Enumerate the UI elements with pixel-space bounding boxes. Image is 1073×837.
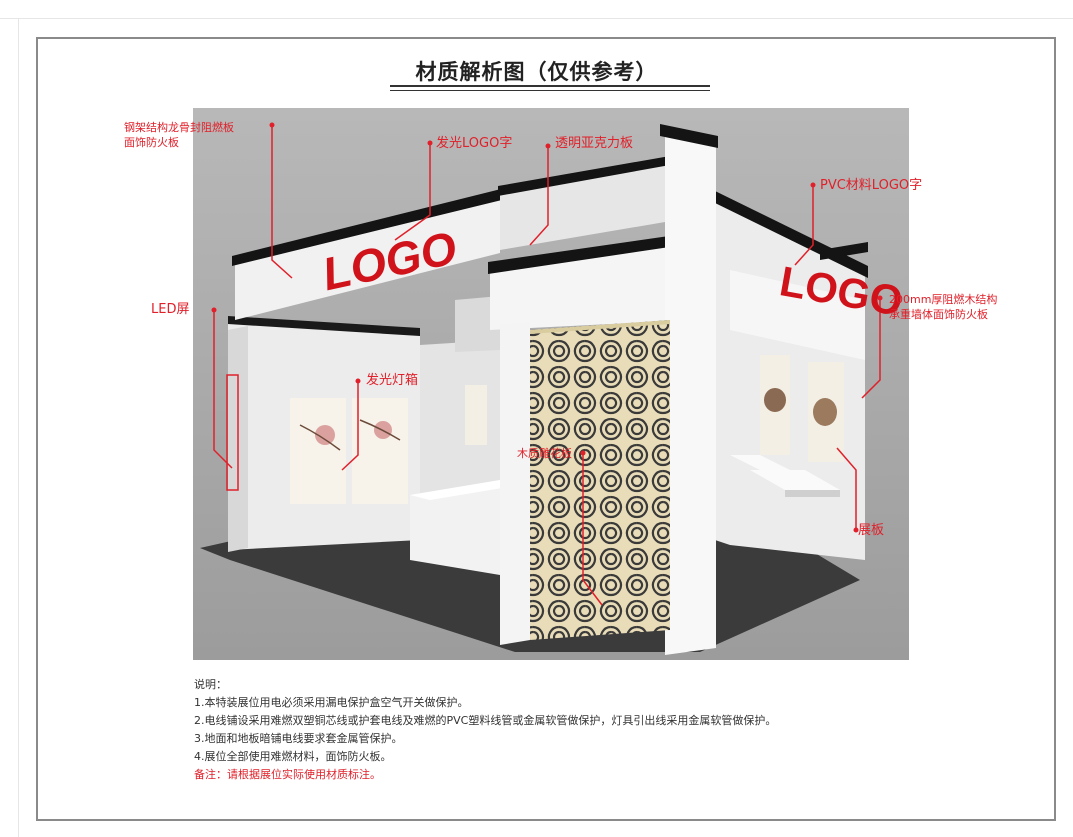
- label-lightbox: 发光灯箱: [366, 373, 419, 388]
- notes-remark: 备注：请根据展位实际使用材质标注。: [194, 768, 381, 781]
- label-acrylic: 透明亚克力板: [555, 136, 634, 151]
- page-left-rule: [18, 18, 19, 837]
- label-pvc-logo: PVC材料LOGO字: [820, 178, 923, 193]
- notes-item-1: 1.本特装展位用电必须采用漏电保护盒空气开关做保护。: [194, 696, 469, 709]
- left-header: [235, 196, 500, 320]
- lightbox-poster-1: [290, 398, 346, 504]
- leader-lines: [213, 125, 881, 606]
- label-steel-frame-line2: 面饰防火板: [124, 136, 179, 149]
- label-carved: 木质雕花板: [517, 447, 572, 460]
- notes-item-2: 2.电线铺设采用难燃双塑铜芯线或护套电线及难燃的PVC塑料线管或金属软管做保护，…: [194, 714, 777, 727]
- label-wall-line1: 200mm厚阻燃木结构: [889, 293, 998, 306]
- label-steel-frame: 钢架结构龙骨封阻燃板 面饰防火板: [124, 120, 234, 150]
- label-led: LED屏: [151, 302, 190, 317]
- led-screen-outline: [226, 374, 239, 491]
- label-glow-logo: 发光LOGO字: [436, 136, 513, 151]
- page-top-rule: [0, 18, 1073, 19]
- front-pillar: [665, 130, 716, 655]
- notes-item-3: 3.地面和地板暗铺电线要求套金属管保护。: [194, 732, 403, 745]
- notes-heading: 说明：: [194, 678, 227, 691]
- label-wall: 200mm厚阻燃木结构 承重墙体面饰防火板: [889, 292, 997, 322]
- label-steel-frame-line1: 钢架结构龙骨封阻燃板: [124, 121, 234, 134]
- carved-panel: [530, 320, 670, 640]
- diagram-title: 材质解析图（仅供参考）: [415, 60, 658, 84]
- title-underline-thin: [390, 90, 710, 91]
- notes-block: 说明： 1.本特装展位用电必须采用漏电保护盒空气开关做保护。 2.电线铺设采用难…: [194, 676, 776, 784]
- notes-item-4: 4.展位全部使用难燃材料，面饰防火板。: [194, 750, 392, 763]
- label-display: 展板: [858, 523, 885, 538]
- title-underline: [390, 85, 710, 87]
- lightbox-poster-2: [352, 398, 408, 504]
- label-wall-line2: 承重墙体面饰防火板: [889, 308, 988, 321]
